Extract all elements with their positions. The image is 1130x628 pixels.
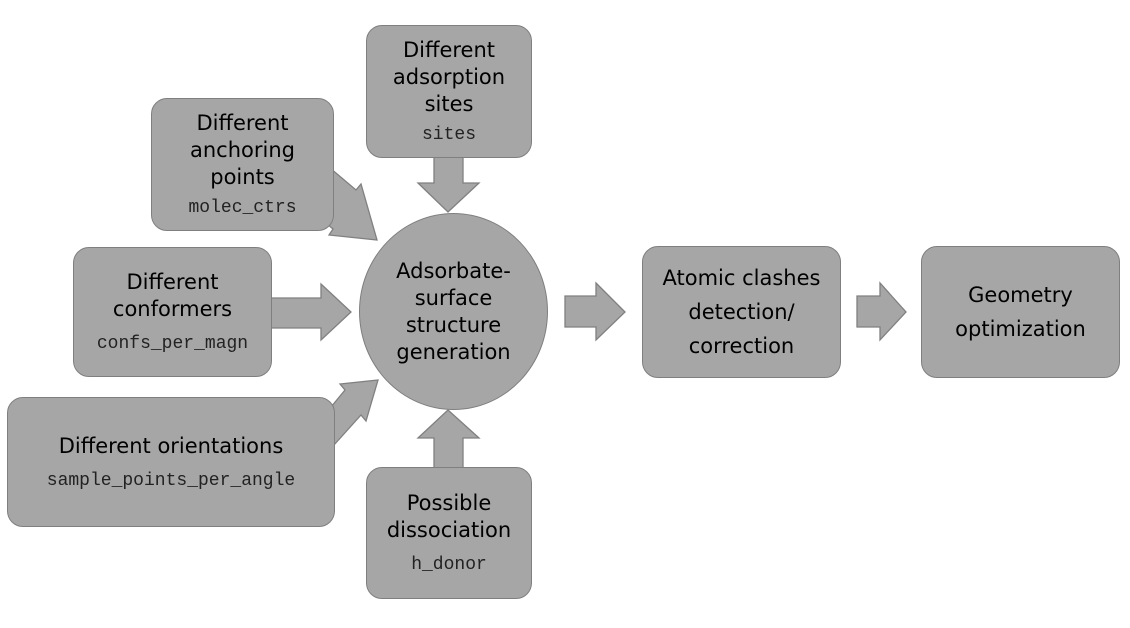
arrow-clashes-to-optimization <box>856 281 907 342</box>
conformers-param: confs_per_magn <box>96 334 249 354</box>
anchoring-points-box: Different anchoring points molec_ctrs <box>151 98 334 231</box>
anchoring-points-param: molec_ctrs <box>188 198 297 218</box>
arrow-sites-to-center <box>416 156 481 213</box>
geometry-optimization-label: Geometry optimization <box>955 283 1086 341</box>
adsorption-sites-param: sites <box>421 125 476 145</box>
geometry-optimization-box: Geometry optimization <box>921 246 1120 378</box>
anchoring-points-label: Different anchoring points <box>190 111 295 189</box>
dissociation-param: h_donor <box>411 555 487 575</box>
arrow-dissociation-to-center <box>416 409 481 469</box>
orientations-param: sample_points_per_angle <box>46 470 296 491</box>
structure-generation-label: Adsorbate- surface structure generation <box>396 258 511 364</box>
conformers-box: Different conformers confs_per_magn <box>73 247 272 377</box>
atomic-clashes-label: Atomic clashes detection/ correction <box>662 266 821 358</box>
structure-generation-node: Adsorbate- surface structure generation <box>359 213 548 410</box>
adsorption-sites-label: Different adsorption sites <box>392 38 506 116</box>
conformers-label: Different conformers <box>112 270 233 321</box>
dissociation-label: Possible dissociation <box>386 491 512 542</box>
atomic-clashes-box: Atomic clashes detection/ correction <box>642 246 841 378</box>
arrow-conformers-to-center <box>270 282 352 342</box>
adsorption-sites-box: Different adsorption sites sites <box>366 25 532 158</box>
orientations-label: Different orientations <box>58 433 284 458</box>
dissociation-box: Possible dissociation h_donor <box>366 467 532 599</box>
arrow-center-to-clashes <box>564 281 626 342</box>
orientations-box: Different orientations sample_points_per… <box>7 397 335 527</box>
